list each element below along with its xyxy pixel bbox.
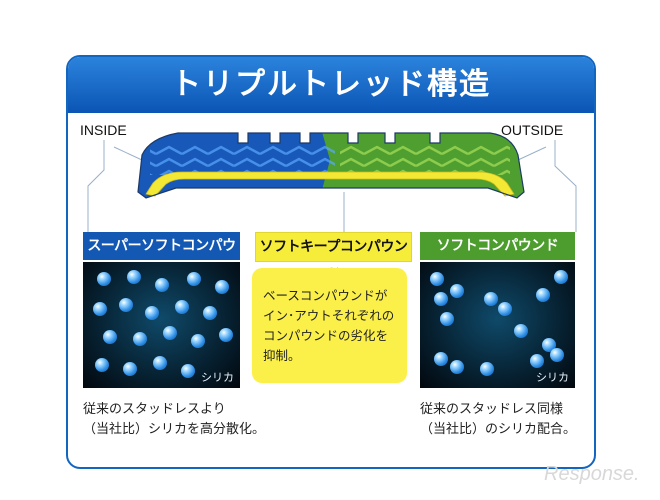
description-line: ベースコンパウンドが (263, 288, 388, 303)
silica-particle (215, 280, 229, 294)
silica-particle (434, 292, 448, 306)
silica-particle (119, 298, 133, 312)
silica-particle (93, 302, 107, 316)
silica-particle (133, 332, 147, 346)
silica-particle (440, 312, 454, 326)
silica-particle (127, 270, 141, 284)
silica-particle (480, 362, 494, 376)
soft-keep-compound-header: ソフトキープコンパウンド (255, 232, 412, 283)
diagram-title: トリプルトレッド構造 (68, 57, 594, 113)
silica-particle (450, 284, 464, 298)
silica-particle (95, 358, 109, 372)
super-soft-compound-header: スーパーソフトコンパウンド (83, 232, 240, 282)
silica-particle (145, 306, 159, 320)
silica-tag: シリカ (536, 371, 569, 384)
silica-tag: シリカ (201, 371, 234, 384)
inside-label: INSIDE (80, 122, 127, 138)
silica-particle (484, 292, 498, 306)
silica-particle (155, 278, 169, 292)
outside-label: OUTSIDE (501, 122, 564, 138)
silica-particle (203, 306, 217, 320)
silica-particle (550, 348, 564, 362)
description-line: 抑制。 (263, 348, 301, 363)
soft-compound-header: ソフトコンパウンド (420, 232, 575, 260)
silica-particle (97, 272, 111, 286)
guide-line-left (87, 140, 105, 232)
soft-silica-view: シリカ (420, 262, 575, 388)
base-compound (145, 171, 515, 197)
super-soft-caption: 従来のスタッドレスより （当社比）シリカを高分散化。 (83, 400, 265, 440)
soft-keep-description: ベースコンパウンドが イン･アウトそれぞれの コンパウンドの劣化を 抑制。 (252, 268, 407, 383)
silica-particle (191, 334, 205, 348)
description-line: コンパウンドの劣化を (263, 328, 389, 343)
silica-particle (187, 272, 201, 286)
description-line: イン･アウトそれぞれの (263, 308, 395, 323)
silica-particle (175, 300, 189, 314)
silica-particle (498, 302, 512, 316)
super-soft-silica-view: シリカ (83, 262, 240, 388)
silica-particle (123, 362, 137, 376)
silica-particle (536, 288, 550, 302)
silica-particle (219, 328, 233, 342)
caption-line: （当社比）シリカを高分散化。 (83, 422, 266, 437)
silica-particle (450, 360, 464, 374)
silica-particle (554, 270, 568, 284)
silica-particle (181, 364, 195, 378)
silica-particle (530, 354, 544, 368)
silica-particle (430, 272, 444, 286)
silica-particle (153, 356, 167, 370)
silica-particle (163, 326, 177, 340)
silica-particle (103, 330, 117, 344)
response-watermark: Response. (544, 463, 640, 485)
soft-compound-caption: 従来のスタッドレス同様 （当社比）のシリカ配合。 (420, 400, 576, 440)
caption-line: 従来のスタッドレスより (83, 402, 226, 417)
guide-line-right (554, 140, 577, 232)
caption-line: 従来のスタッドレス同様 (420, 402, 564, 417)
caption-line: （当社比）のシリカ配合。 (420, 422, 577, 437)
silica-particle (514, 324, 528, 338)
silica-particle (434, 352, 448, 366)
